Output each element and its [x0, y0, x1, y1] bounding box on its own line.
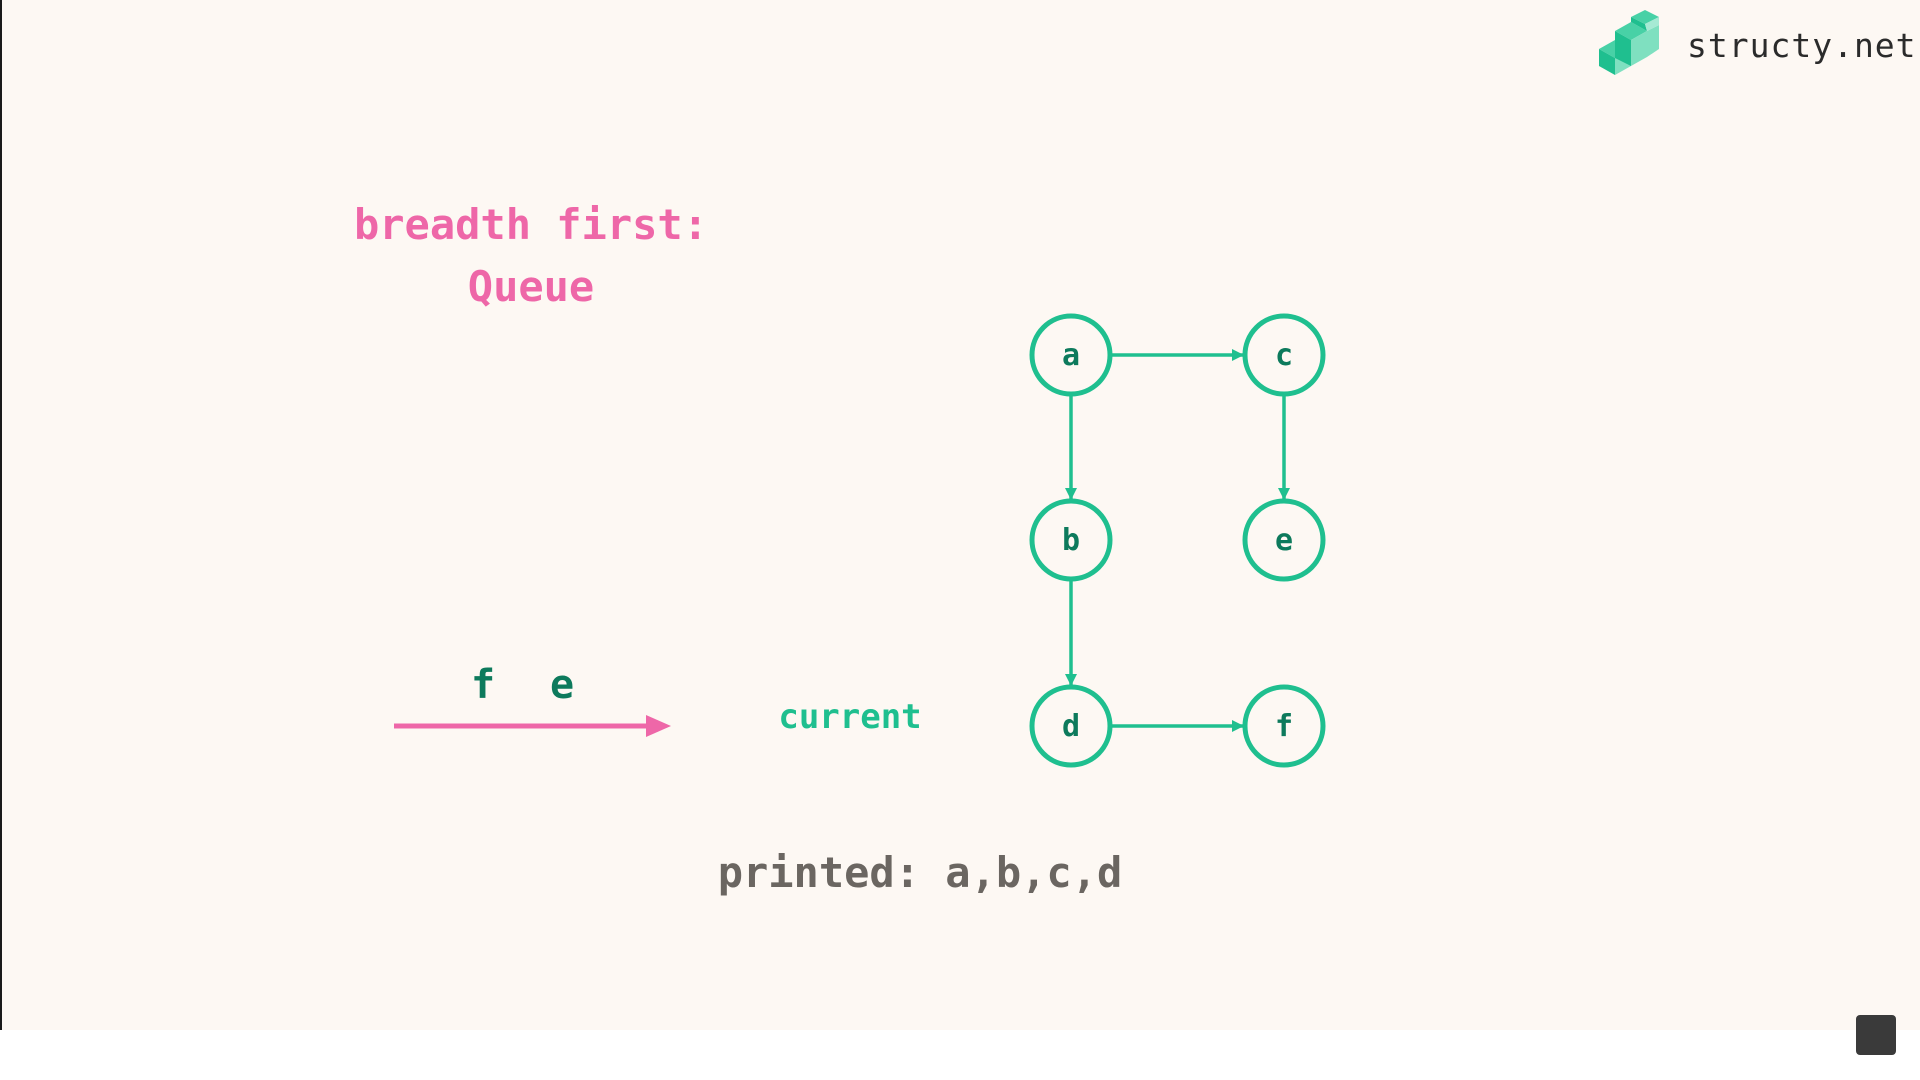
printed-output: printed: a,b,c,d	[717, 848, 1123, 897]
queue-arrow	[394, 715, 671, 737]
structy-cube-logo-icon	[1595, 9, 1667, 82]
node-circle	[1029, 498, 1113, 582]
node-label: f	[1275, 709, 1293, 744]
queue-arrow-layer	[394, 715, 671, 737]
node-circle	[1029, 684, 1113, 768]
brand-name: structy.net	[1687, 25, 1917, 65]
node-label: d	[1062, 709, 1080, 744]
node-f: f	[1242, 684, 1326, 768]
brand[interactable]: structy.net	[1595, 9, 1917, 82]
node-e: e	[1242, 498, 1326, 582]
node-label: b	[1062, 523, 1080, 558]
node-c: c	[1242, 313, 1326, 397]
queue-item: e	[549, 662, 575, 708]
node-circle	[1242, 313, 1326, 397]
node-label: c	[1275, 338, 1293, 373]
title-line-1: breadth first:	[353, 200, 708, 249]
node-a: a	[1029, 313, 1113, 397]
node-label: a	[1062, 338, 1080, 373]
left-edge-divider	[0, 0, 2, 1030]
subscribe-badge-icon[interactable]	[1856, 1015, 1896, 1055]
node-b: b	[1029, 498, 1113, 582]
node-layer: a b c d e f	[1029, 313, 1326, 768]
current-label: current	[778, 697, 922, 737]
node-circle	[1242, 498, 1326, 582]
node-circle	[1029, 313, 1113, 397]
node-label: e	[1275, 523, 1293, 558]
node-d: d	[1029, 684, 1113, 768]
node-circle	[1242, 684, 1326, 768]
graph: a b c d e f	[1029, 313, 1326, 768]
edge-layer	[1065, 349, 1290, 732]
queue-item: f	[470, 662, 496, 708]
slide-canvas	[0, 0, 1920, 1030]
title-line-2: Queue	[467, 262, 595, 311]
